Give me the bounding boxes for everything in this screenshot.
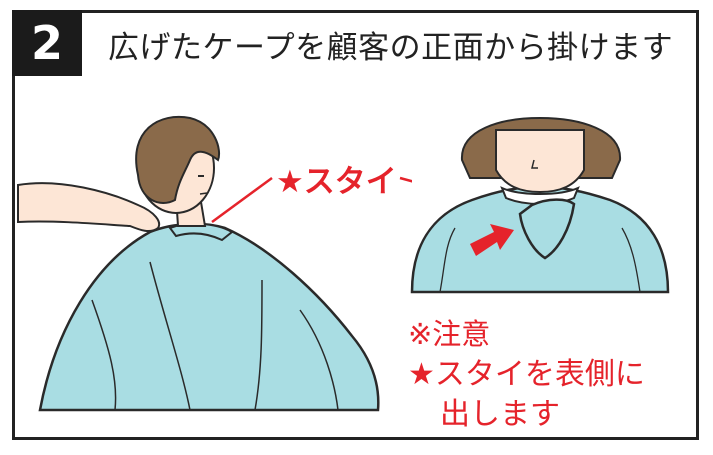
callout-line-left [211, 176, 273, 224]
red-arrow [470, 224, 514, 256]
left-hair [135, 115, 220, 204]
stai-callout-label: ★スタイ [276, 164, 397, 200]
right-face [495, 129, 585, 194]
step-number-badge: 2 [12, 10, 82, 76]
panel-title: 広げたケープを顧客の正面から掛けます [108, 30, 674, 66]
stai-bib [518, 198, 576, 260]
left-cape [38, 222, 380, 412]
hand [17, 182, 160, 233]
note-line-1: ★スタイを表側に [408, 357, 645, 392]
right-figure [410, 116, 672, 294]
note-line-2: 出します [440, 397, 560, 432]
left-figure [17, 115, 380, 412]
note-heading: ※注意 [408, 317, 491, 351]
